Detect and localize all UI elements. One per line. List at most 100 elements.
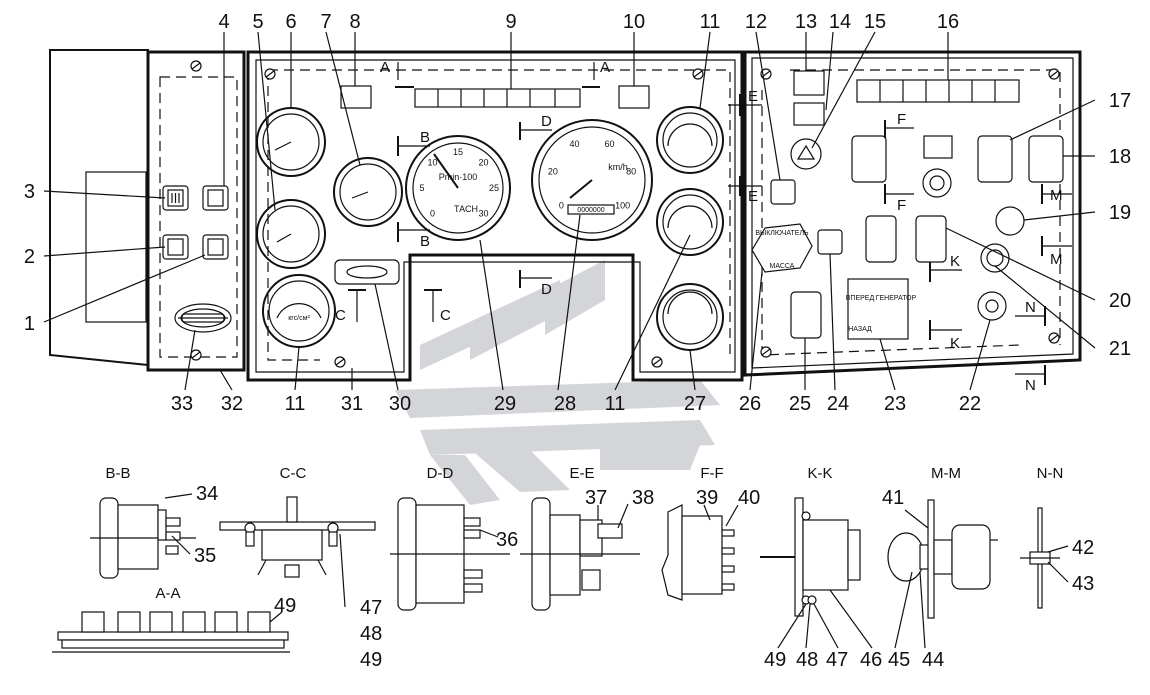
switch-label-generator: ГЕНЕРАТОР — [876, 295, 917, 302]
callout-10: 10 — [623, 11, 645, 33]
callout-17: 17 — [1109, 90, 1131, 112]
callout-41: 41 — [882, 487, 904, 509]
callout-3: 3 — [24, 181, 35, 203]
callout-18: 18 — [1109, 146, 1131, 168]
callout-12: 12 — [745, 11, 767, 33]
tachTicks-tick: 10 — [427, 158, 437, 168]
view-NN-drawing — [1020, 507, 1069, 609]
view-title-DD: D-D — [427, 465, 454, 482]
screw-icons — [190, 60, 1060, 368]
callout-38: 38 — [632, 487, 654, 509]
callout-37: 37 — [585, 487, 607, 509]
switch-label-nazad: НАЗАД — [848, 326, 872, 333]
view-KK-drawing — [760, 497, 873, 649]
callout-34: 34 — [196, 483, 218, 505]
marker-K-bottom: K — [950, 335, 960, 352]
left-switch-buttons — [162, 185, 232, 333]
callout-15: 15 — [864, 11, 886, 33]
view-MM-drawing — [887, 499, 998, 649]
callout-16: 16 — [937, 11, 959, 33]
callout-44: 44 — [922, 649, 944, 671]
callout-47-kk: 47 — [826, 649, 848, 671]
speedTicks-tick: 80 — [626, 167, 636, 177]
view-title-BB: B-B — [105, 465, 130, 482]
callout-30: 30 — [389, 393, 411, 415]
warning-lamp-strip — [340, 85, 650, 109]
callout-20: 20 — [1109, 290, 1131, 312]
left-panel-section — [49, 49, 246, 372]
callout-47-cc: 47 — [360, 597, 382, 619]
marker-B-top: B — [420, 129, 430, 146]
detail-callouts: 34 35 36 37 38 39 40 41 42 43 44 45 46 4… — [194, 483, 1094, 671]
view-title-CC: C-C — [280, 465, 307, 482]
callout-23: 23 — [884, 393, 906, 415]
watermark-logo — [395, 260, 720, 505]
marker-B-bottom: B — [420, 233, 430, 250]
view-CC-drawing — [219, 496, 376, 608]
right-controls: ВЫКЛЮЧАТЕЛЬ МАССА ВПЕРЕД НАЗАД ГЕНЕРАТОР — [751, 70, 1064, 340]
callout-31: 31 — [341, 393, 363, 415]
mass-switch-vykl: ВЫКЛЮЧАТЕЛЬ — [755, 230, 809, 237]
callout-14: 14 — [829, 11, 851, 33]
callout-25: 25 — [789, 393, 811, 415]
callout-11-top: 11 — [700, 11, 721, 33]
marker-N-top: N — [1025, 299, 1036, 316]
view-title-AA: A-A — [155, 585, 180, 602]
speedTicks-tick: 100 — [615, 201, 630, 211]
key-switch — [334, 259, 400, 285]
callout-32: 32 — [221, 393, 243, 415]
view-title-KK: K-K — [807, 465, 832, 482]
marker-N-bottom: N — [1025, 377, 1036, 394]
marker-F-top: F — [897, 111, 906, 128]
callout-4: 4 — [218, 11, 229, 33]
callout-22: 22 — [959, 393, 981, 415]
callout-7: 7 — [320, 11, 331, 33]
marker-C-left: C — [335, 307, 346, 324]
view-title-FF: F-F — [700, 465, 723, 482]
callout-28: 28 — [554, 393, 576, 415]
view-title-NN: N-N — [1037, 465, 1064, 482]
callout-40: 40 — [738, 487, 760, 509]
marker-E-top: E — [748, 88, 758, 105]
section-marker-letters: A A B B D D C C E E F F M M K K N N — [335, 59, 1063, 394]
speed-unit-label: km/h — [608, 162, 628, 172]
callout-43: 43 — [1072, 573, 1094, 595]
marker-A-left: A — [380, 59, 390, 76]
callout-46: 46 — [860, 649, 882, 671]
switch-label-vpered: ВПЕРЕД — [846, 295, 875, 302]
callout-42: 42 — [1072, 537, 1094, 559]
callout-49-kk: 49 — [764, 649, 786, 671]
callout-19: 19 — [1109, 202, 1131, 224]
callout-numbers: 3 2 1 4 5 6 7 8 9 10 11 12 13 14 15 16 1… — [24, 11, 1131, 415]
speedTicks-tick: 0 — [559, 201, 564, 211]
marker-M-bottom: M — [1050, 251, 1063, 268]
callout-29: 29 — [494, 393, 516, 415]
marker-E-bottom: E — [748, 188, 758, 205]
callout-33: 33 — [171, 393, 193, 415]
tachTicks-tick: 5 — [419, 183, 424, 193]
view-EE-drawing — [520, 497, 640, 611]
callout-9: 9 — [505, 11, 516, 33]
callout-5: 5 — [252, 11, 263, 33]
speedTicks-tick: 60 — [604, 139, 614, 149]
marker-A-right: A — [600, 59, 610, 76]
gauges-right — [656, 106, 724, 351]
callout-21: 21 — [1109, 338, 1131, 360]
tachTicks-tick: 30 — [478, 209, 488, 219]
tachTicks-tick: 0 — [430, 209, 435, 219]
callout-6: 6 — [285, 11, 296, 33]
callout-49-aa: 49 — [274, 595, 296, 617]
tach-scale-label: Pmin·100 — [439, 172, 478, 182]
callout-2: 2 — [24, 246, 35, 268]
callout-11-bottom-left: 11 — [285, 393, 306, 415]
callout-26: 26 — [739, 393, 761, 415]
callout-13: 13 — [795, 11, 817, 33]
view-FF-drawing — [661, 504, 739, 601]
callout-35: 35 — [194, 545, 216, 567]
marker-C-right: C — [440, 307, 451, 324]
